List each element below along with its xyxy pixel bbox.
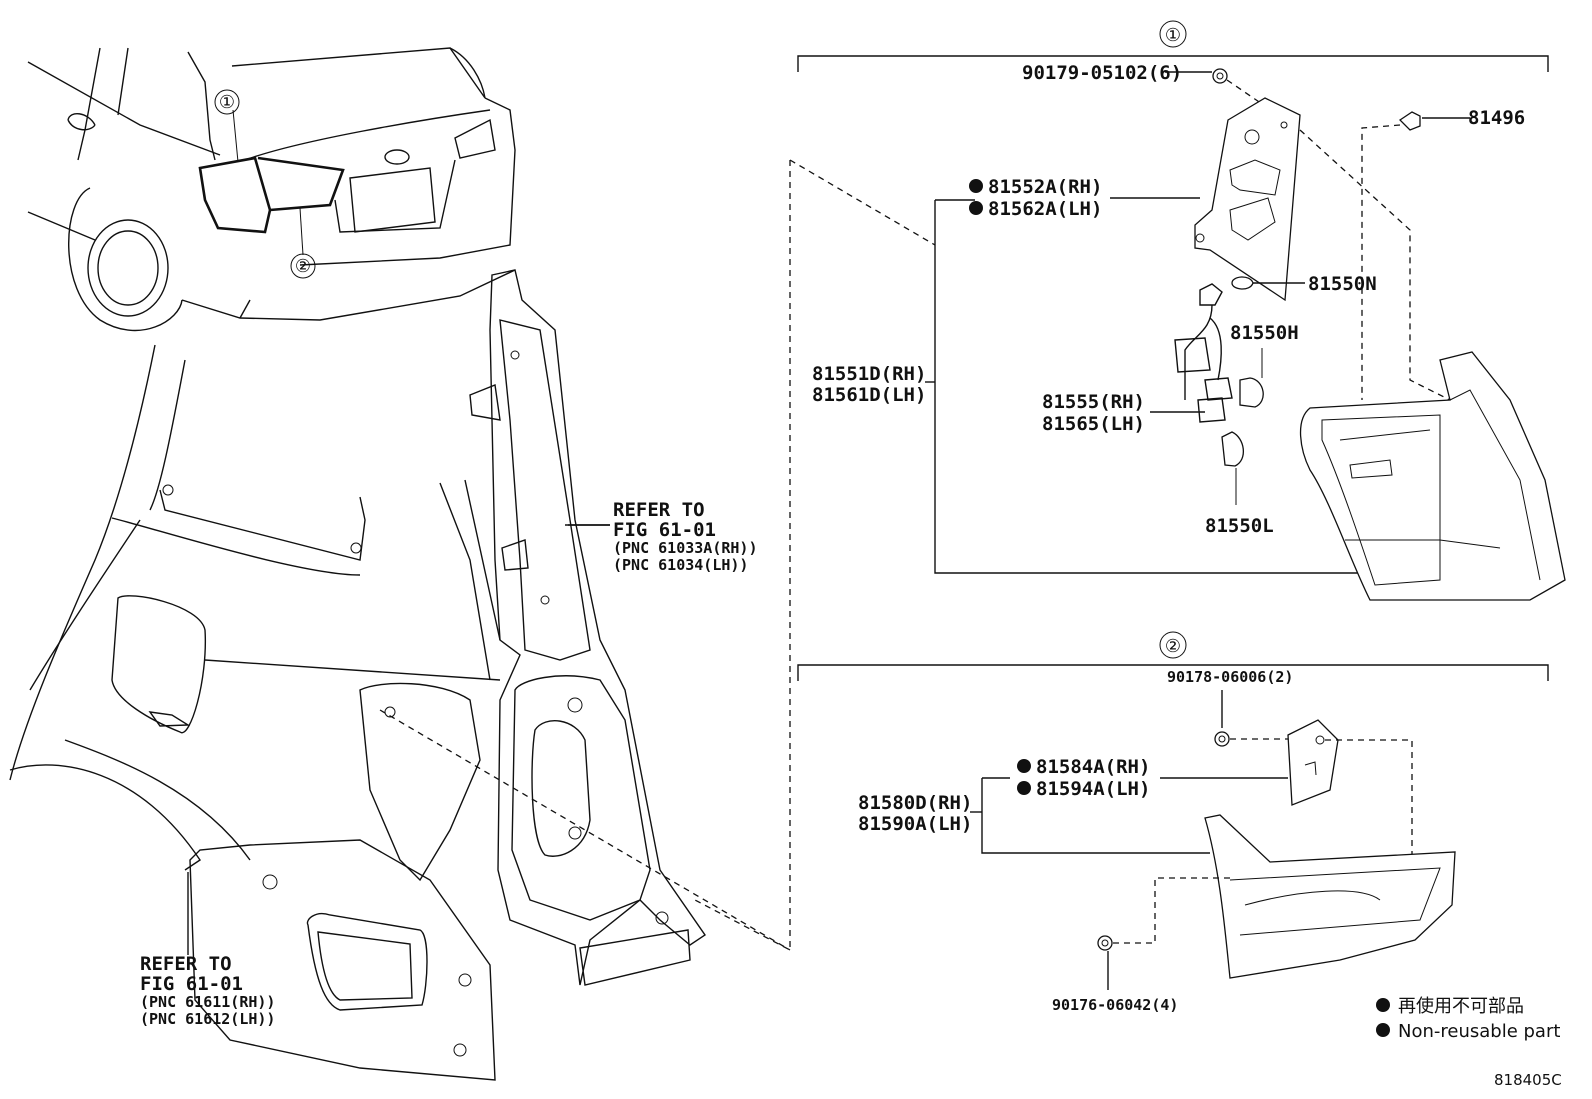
car-callout-2: ② [295, 256, 311, 277]
label-81550L: 81550L [1205, 515, 1274, 537]
legend-dot-icon [1376, 998, 1390, 1012]
label-81590A: 81590A(LH) [858, 813, 972, 835]
ref-pillar-line3: (PNC 61033A(RH)) [613, 539, 758, 557]
quarter-pillar [359, 269, 706, 986]
car-callout-1: ① [219, 92, 235, 113]
ref-pillar-line1: REFER TO [613, 499, 705, 521]
ref-pillar-line2: FIG 61-01 [613, 519, 716, 541]
label-81580D: 81580D(RH) [858, 792, 972, 814]
group-1-marker: ① [1165, 25, 1181, 46]
ref-panel-line1: REFER TO [140, 953, 232, 975]
group-1-parts [1110, 68, 1566, 601]
label-81550H: 81550H [1230, 322, 1299, 344]
label-90178-06006: 90178-06006(2) [1167, 668, 1293, 686]
labels: REFER TO FIG 61-01 (PNC 61033A(RH)) (PNC… [140, 62, 1562, 1089]
label-81555: 81555(RH) [1042, 391, 1145, 413]
label-90176-06042: 90176-06042(4) [1052, 996, 1178, 1014]
label-90179-05102: 90179-05102(6) [1022, 62, 1182, 84]
label-81565: 81565(LH) [1042, 413, 1145, 435]
legend-en: Non-reusable part [1398, 1021, 1560, 1042]
label-81561D: 81561D(LH) [812, 384, 926, 406]
label-81551D: 81551D(RH) [812, 363, 926, 385]
ref-panel-line4: (PNC 61612(LH)) [140, 1010, 275, 1028]
group-2-parts [1097, 690, 1456, 990]
legend-dot-icon [1376, 1023, 1390, 1037]
nonreusable-dot-icon [1017, 759, 1031, 773]
quarter-body-panel [9, 344, 501, 1081]
group-2-frame: ② [797, 631, 1549, 854]
nonreusable-dot-icon [1017, 781, 1031, 795]
group-1-frame: ① [379, 20, 1549, 952]
nonreusable-dot-icon [969, 201, 983, 215]
label-81552A: 81552A(RH) [988, 176, 1102, 198]
nonreusable-dot-icon [969, 179, 983, 193]
figure-id: 818405C [1494, 1071, 1562, 1089]
label-81496: 81496 [1468, 107, 1525, 129]
label-81550N: 81550N [1308, 273, 1377, 295]
car-rear-view: ① ② [27, 47, 516, 332]
ref-panel-line3: (PNC 61611(RH)) [140, 993, 275, 1011]
ref-panel-line2: FIG 61-01 [140, 973, 243, 995]
ref-pillar-line4: (PNC 61034(LH)) [613, 556, 748, 574]
legend-jp: 再使用不可部品 [1398, 996, 1524, 1017]
label-81594A: 81594A(LH) [1036, 778, 1150, 800]
group-2-marker: ② [1165, 636, 1181, 657]
label-81562A: 81562A(LH) [988, 198, 1102, 220]
label-81584A: 81584A(RH) [1036, 756, 1150, 778]
